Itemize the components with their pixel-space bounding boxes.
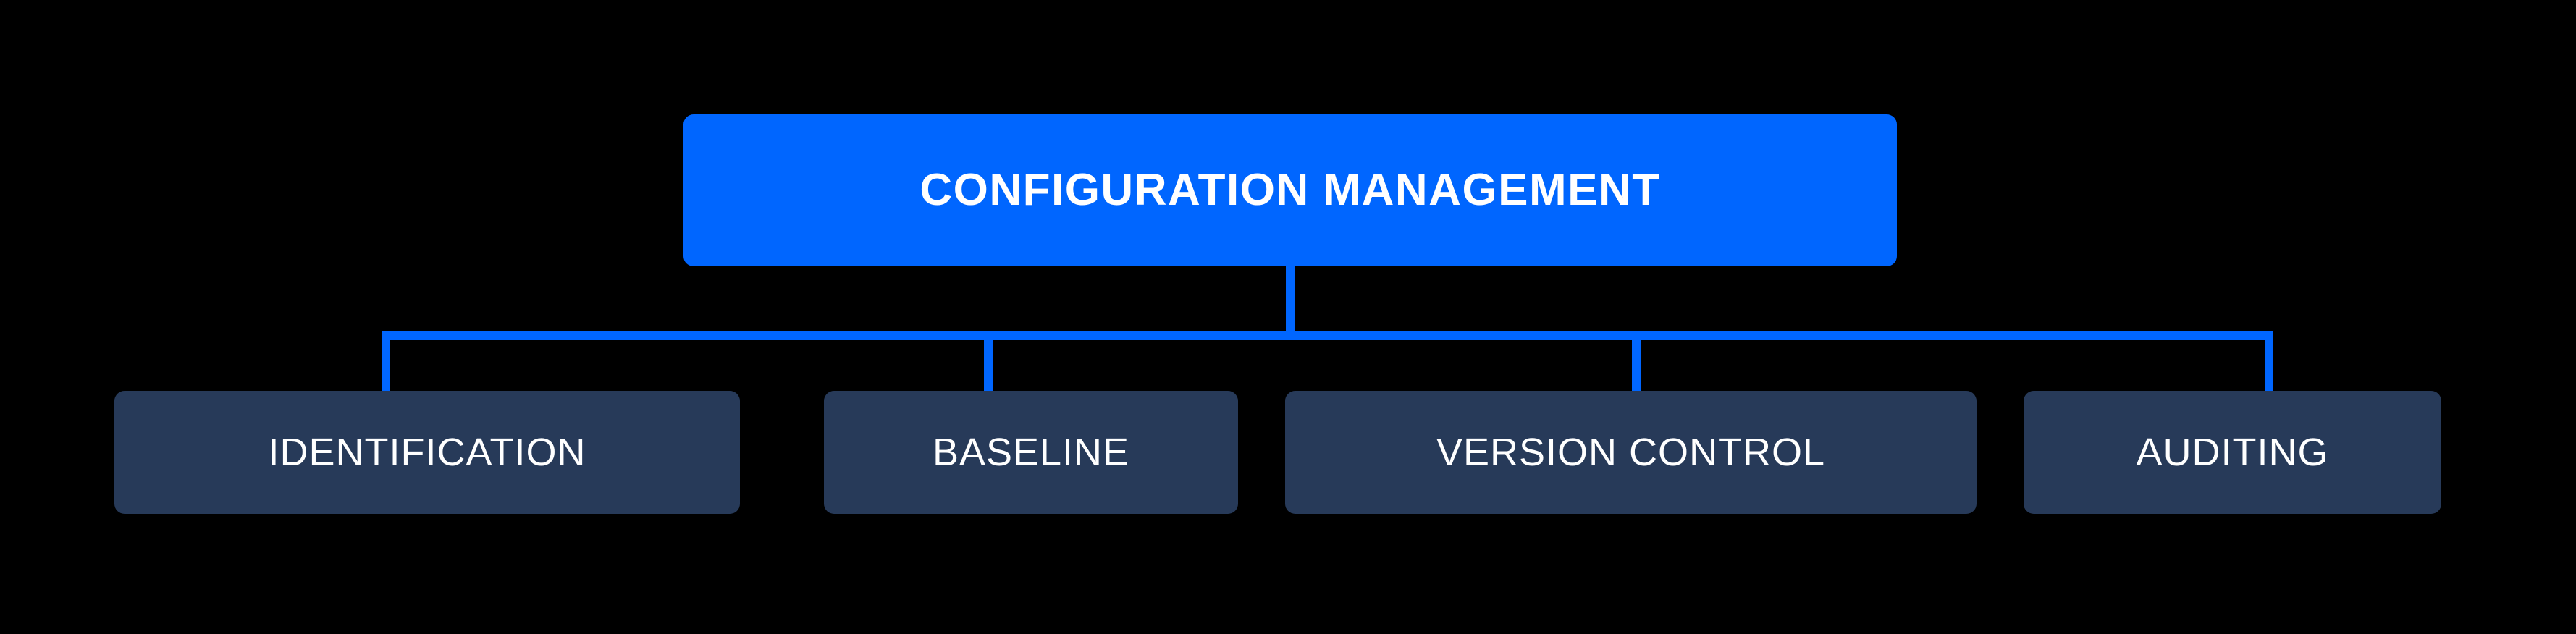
node-version-control-label: VERSION CONTROL	[1436, 431, 1826, 474]
connector-horizontal-bus	[382, 331, 2273, 340]
connector-root-stem	[1286, 265, 1295, 337]
node-version-control[interactable]: VERSION CONTROL	[1285, 391, 1977, 514]
node-auditing[interactable]: AUDITING	[2024, 391, 2441, 514]
connector-drop-auditing	[2265, 331, 2273, 394]
connector-drop-baseline	[984, 331, 993, 394]
node-auditing-label: AUDITING	[2136, 431, 2329, 474]
node-baseline-label: BASELINE	[932, 431, 1130, 474]
connector-drop-version-control	[1632, 331, 1641, 394]
node-identification[interactable]: IDENTIFICATION	[114, 391, 740, 514]
node-configuration-management-label: CONFIGURATION MANAGEMENT	[919, 165, 1661, 215]
node-configuration-management[interactable]: CONFIGURATION MANAGEMENT	[683, 114, 1897, 266]
node-baseline[interactable]: BASELINE	[824, 391, 1238, 514]
node-identification-label: IDENTIFICATION	[268, 431, 586, 474]
connector-drop-identification	[382, 331, 390, 394]
